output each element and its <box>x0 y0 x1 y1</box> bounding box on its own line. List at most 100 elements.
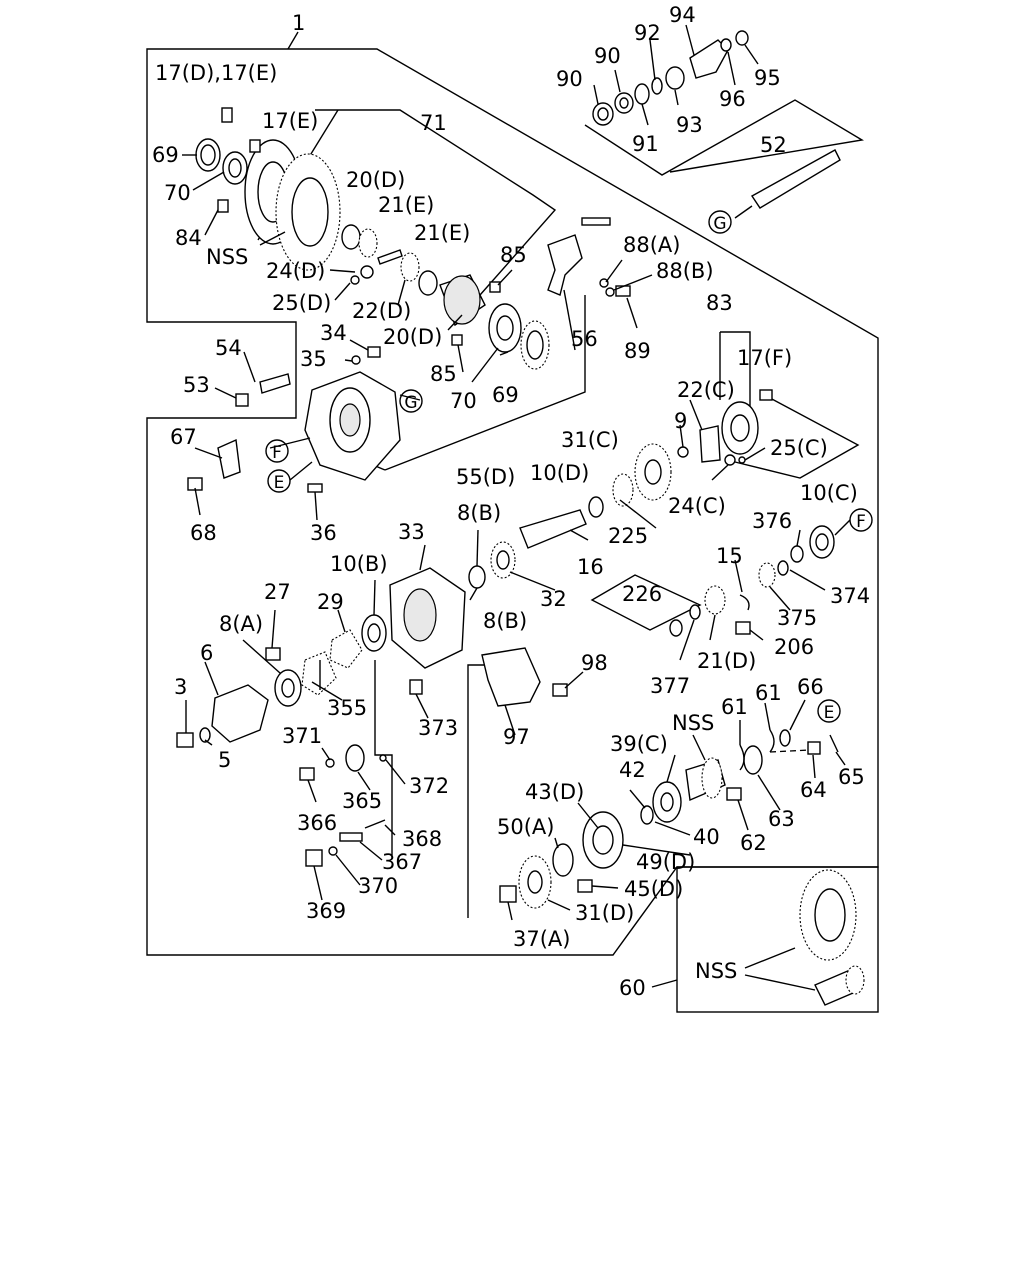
label-10b: 10(B) <box>330 552 388 576</box>
washer-24c <box>724 454 736 466</box>
nut-37a <box>499 885 517 903</box>
bolt-17f <box>759 389 773 401</box>
label-84: 84 <box>175 226 202 250</box>
pinion-60 <box>814 965 865 1006</box>
label-60: 60 <box>619 976 646 1000</box>
washer-9 <box>677 446 689 458</box>
snap-ring-61b <box>769 729 775 753</box>
spring-368 <box>364 819 386 829</box>
label-5: 5 <box>218 748 231 772</box>
label-40: 40 <box>693 825 720 849</box>
gear-355 <box>301 651 337 696</box>
svg-text:G: G <box>404 393 417 413</box>
label-22c: 22(C) <box>677 378 735 402</box>
washer-20d-b <box>418 270 438 296</box>
label-71: 71 <box>420 111 447 135</box>
label-68: 68 <box>190 521 217 545</box>
pin-36 <box>307 483 323 493</box>
label-372: 372 <box>409 774 449 798</box>
washer-370 <box>328 846 338 856</box>
bolt-206 <box>735 621 751 635</box>
label-34: 34 <box>320 321 347 345</box>
label-96: 96 <box>719 87 746 111</box>
label-nss3: NSS <box>695 959 737 983</box>
gear-32 <box>490 541 516 579</box>
label-32: 32 <box>540 587 567 611</box>
actuator-97 <box>481 647 541 707</box>
label-90b: 90 <box>594 44 621 68</box>
label-62: 62 <box>740 831 767 855</box>
shift-fork-56 <box>547 234 583 296</box>
label-94: 94 <box>669 3 696 27</box>
label-206: 206 <box>774 635 814 659</box>
label-69b: 69 <box>492 383 519 407</box>
label-45d: 45(D) <box>624 877 683 901</box>
gear-29 <box>329 629 363 669</box>
flange-6 <box>211 684 269 743</box>
bearing-69-center <box>520 320 550 370</box>
washer-96 <box>720 38 732 52</box>
ball-372 <box>379 754 387 762</box>
label-64: 64 <box>800 778 827 802</box>
bracket-55d <box>384 295 586 471</box>
leader-nss-60 <box>744 947 816 991</box>
seal-90-left <box>592 102 614 126</box>
ring-gear-60 <box>799 869 857 961</box>
label-31d: 31(D) <box>575 901 634 925</box>
nut-95 <box>735 30 749 46</box>
transfer-housing-33 <box>389 567 466 669</box>
label-17e: 17(E) <box>262 109 318 133</box>
label-61a: 61 <box>721 695 748 719</box>
drive-pinion-nss <box>685 757 726 802</box>
label-374: 374 <box>830 584 870 608</box>
label-367: 367 <box>382 850 422 874</box>
bearing-375 <box>758 562 776 588</box>
bearing-70-top <box>222 151 248 185</box>
gear-31d <box>518 855 552 909</box>
plug-369 <box>305 849 323 867</box>
label-25d: 25(D) <box>272 291 331 315</box>
label-8a: 8(A) <box>219 612 263 636</box>
bolt-366 <box>299 767 315 781</box>
nut-64 <box>807 741 821 755</box>
label-22d: 22(D) <box>352 299 411 323</box>
gear-21e-left <box>358 228 378 258</box>
nut-85-lower <box>451 334 463 346</box>
bolt-34 <box>367 346 381 358</box>
label-98: 98 <box>581 651 608 675</box>
bolt-shaft-56 <box>581 217 611 226</box>
subgroup-71-outline <box>315 109 557 296</box>
bolt-17d <box>221 107 233 123</box>
label-368: 368 <box>402 827 442 851</box>
pin-367 <box>339 832 363 842</box>
label-15: 15 <box>716 544 743 568</box>
label-92: 92 <box>634 21 661 45</box>
gear-31c <box>634 443 672 501</box>
bearing-retainer-43d <box>582 811 624 869</box>
label-17de: 17(D),17(E) <box>155 61 277 85</box>
pinion-22c <box>699 425 721 463</box>
bearing-91 <box>634 83 650 105</box>
washer-20d <box>341 224 361 250</box>
label-52: 52 <box>760 133 787 157</box>
label-17f: 17(F) <box>737 346 792 370</box>
label-35: 35 <box>300 347 327 371</box>
group-60-box <box>676 866 879 1013</box>
bearing-10b <box>361 614 387 652</box>
svg-text:G: G <box>713 214 726 234</box>
label-366: 366 <box>297 811 337 835</box>
seal-93 <box>665 66 685 90</box>
bolt-62 <box>726 787 742 801</box>
washer-5 <box>199 727 211 743</box>
svg-text:F: F <box>272 443 282 463</box>
label-25c: 25(C) <box>770 436 828 460</box>
label-56: 56 <box>571 327 598 351</box>
clip-15 <box>739 594 750 611</box>
label-89: 89 <box>624 339 651 363</box>
label-10d: 10(D) <box>530 461 589 485</box>
label-3: 3 <box>174 675 187 699</box>
bolt-84 <box>217 199 229 213</box>
shaft-52 <box>750 149 841 209</box>
label-8b-a: 8(B) <box>457 501 501 525</box>
differential-housing <box>304 371 401 481</box>
